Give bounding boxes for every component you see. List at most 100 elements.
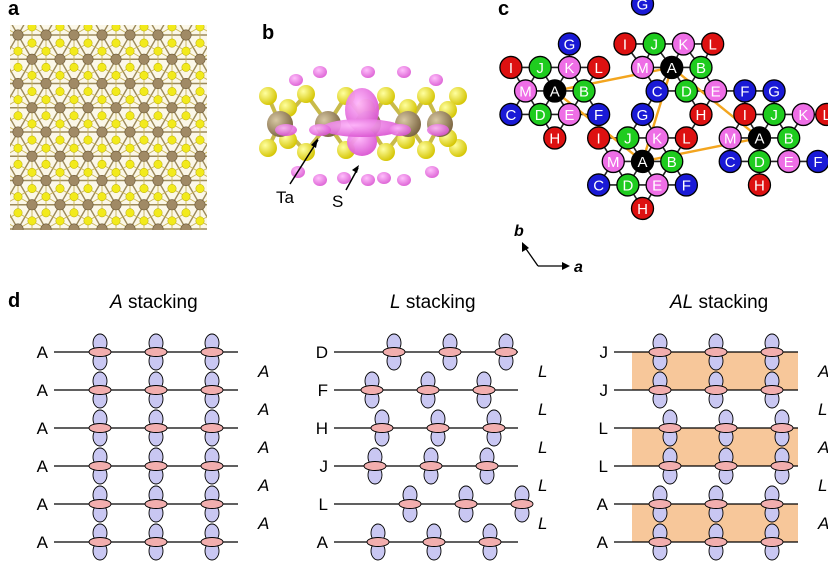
hex-site-label: J	[650, 36, 658, 53]
sulfur-atom	[167, 87, 177, 97]
tantalum-atom	[82, 102, 94, 114]
orbital-ring	[475, 461, 499, 471]
hex-site-h: H	[747, 173, 772, 197]
layer-label: J	[600, 343, 609, 362]
tantalum-atom	[138, 150, 150, 162]
hex-site-circle	[733, 102, 757, 127]
hex-site-label: F	[813, 154, 822, 171]
sulfur-atom	[167, 216, 177, 226]
sulfur-atom	[83, 38, 93, 48]
hex-site-circle	[777, 149, 801, 174]
orbital-ring	[760, 347, 784, 357]
sulfur-atom	[27, 135, 37, 145]
sulfur-atom	[83, 167, 93, 177]
sulfur-atom	[41, 143, 51, 153]
hex-site-a: A	[630, 149, 655, 174]
sulfur-atom	[41, 46, 51, 56]
sulfur-atom	[69, 208, 79, 218]
tantalum-atom	[82, 53, 94, 65]
tantalum-atom	[152, 174, 164, 186]
hex-site-a: A	[747, 126, 772, 150]
tantalum-atom	[68, 223, 80, 230]
hex-site-label: I	[597, 130, 601, 147]
tantalum-atom	[12, 29, 24, 41]
hex-site-d: D	[528, 102, 552, 127]
orbital-ring	[704, 537, 728, 547]
orbital	[704, 333, 728, 371]
sulfur-atom	[27, 184, 37, 194]
sulfur-atom	[97, 62, 107, 72]
tantalum-atom	[40, 223, 52, 230]
sulfur-atom	[55, 38, 65, 48]
orbital	[454, 485, 478, 523]
orbital	[416, 371, 440, 409]
hex-site-circle	[718, 126, 742, 150]
tantalum-atom	[68, 29, 80, 41]
orbital	[658, 409, 682, 447]
hex-site-label: G	[564, 36, 576, 53]
sulfur-atom	[97, 208, 107, 218]
orbital-ring	[200, 347, 224, 357]
tantalum-atom	[180, 223, 192, 230]
orbital-ring	[478, 537, 502, 547]
tantalum-atom	[54, 53, 66, 65]
orbital-ring	[648, 385, 672, 395]
hex-site-circle	[747, 173, 772, 197]
sulfur-atom	[97, 111, 107, 121]
hex-site-circle	[815, 102, 828, 127]
orbital-ring	[438, 347, 462, 357]
orbital	[382, 333, 406, 371]
sulfur-atom-side	[377, 143, 395, 161]
sulfur-atom	[111, 184, 121, 194]
hex-site-l: L	[701, 32, 725, 56]
hex-site-circle	[499, 55, 523, 80]
layer-label: D	[316, 343, 328, 362]
hex-site-c: C	[718, 149, 742, 174]
sulfur-atom	[83, 87, 93, 97]
orbital	[88, 447, 112, 485]
orbital	[88, 409, 112, 447]
tantalum-atom	[138, 199, 150, 211]
tantalum-atom	[40, 126, 52, 138]
sulfur-atom	[55, 87, 65, 97]
sulfur-atom	[139, 25, 149, 32]
orbital	[200, 409, 224, 447]
hex-site-h: H	[543, 126, 567, 150]
side-view-charge-density	[259, 66, 467, 191]
tantalum-atom	[194, 53, 206, 65]
hex-site-label: D	[754, 154, 765, 171]
sulfur-atom	[69, 159, 79, 169]
sulfur-atom	[167, 38, 177, 48]
orbital-ring	[648, 499, 672, 509]
orbital	[760, 485, 784, 523]
hex-site-circle	[674, 173, 699, 197]
tantalum-atom	[68, 174, 80, 186]
hex-site-circle	[733, 79, 757, 103]
orbital-ring	[658, 423, 682, 433]
stacking-title-rest: stacking	[122, 292, 198, 313]
hex-site-f: F	[674, 173, 699, 197]
orbital-ring	[360, 385, 384, 395]
hex-site-label: C	[506, 107, 517, 124]
tantalum-atom	[110, 199, 122, 211]
sulfur-atom	[139, 119, 149, 129]
stacking-type-label: A	[257, 438, 269, 457]
orbital-ring	[366, 537, 390, 547]
sulfur-atom	[125, 62, 135, 72]
sulfur-atom	[181, 208, 191, 218]
sulfur-atom-side	[417, 141, 435, 159]
hex-site-circle	[616, 126, 640, 150]
tantalum-atom	[110, 150, 122, 162]
tantalum-atom	[68, 126, 80, 138]
orbital	[144, 523, 168, 561]
sulfur-atom	[139, 167, 149, 177]
hex-site-circle	[747, 126, 772, 150]
sulfur-atom	[27, 87, 37, 97]
tantalum-atom	[96, 29, 108, 41]
orbital-ring	[482, 423, 506, 433]
stacking-type-label: A	[817, 362, 828, 381]
charge-lobe-small	[337, 172, 351, 184]
orbital-ring	[658, 461, 682, 471]
hex-site-circle	[586, 173, 611, 197]
